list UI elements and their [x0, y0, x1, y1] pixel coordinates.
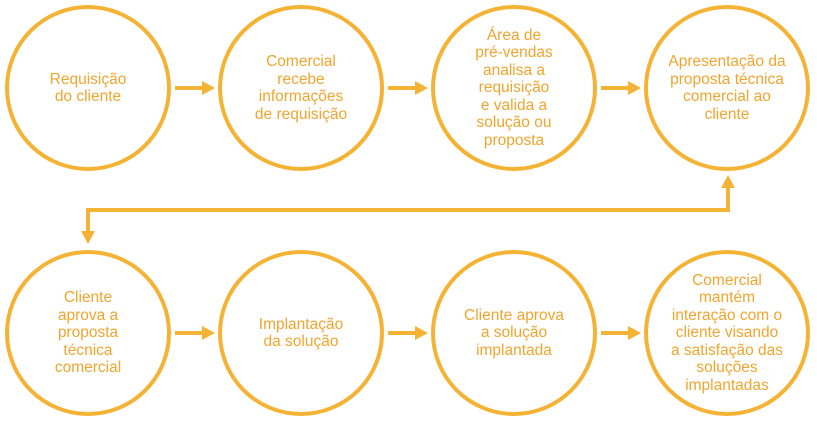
arrow-step5-to-step6 — [175, 326, 215, 340]
arrow-step2-to-step3 — [388, 81, 428, 95]
step-4-label: Apresentação da proposta técnica comerci… — [668, 53, 786, 123]
step-4-circle: Apresentação da proposta técnica comerci… — [644, 5, 810, 171]
step-2-circle: Comercial recebe informações de requisiç… — [218, 5, 384, 171]
arrow-step7-to-step8 — [601, 326, 641, 340]
step-6-circle: Implantação da solução — [218, 250, 384, 416]
step-3-circle: Área de pré-vendas analisa a requisição … — [431, 5, 597, 171]
step-1-label: Requisição do cliente — [49, 70, 127, 106]
connector-step4-to-step5 — [81, 175, 735, 244]
step-1-circle: Requisição do cliente — [5, 5, 171, 171]
step-5-label: Cliente aprova a proposta técnica comerc… — [54, 289, 122, 377]
step-8-label: Comercial mantém interação com o cliente… — [670, 271, 783, 394]
step-8-circle: Comercial mantém interação com o cliente… — [644, 250, 810, 416]
step-3-label: Área de pré-vendas analisa a requisição … — [475, 26, 553, 149]
step-7-label: Cliente aprova a solução implantada — [464, 306, 564, 359]
step-2-label: Comercial recebe informações de requisiç… — [254, 53, 348, 123]
arrow-step6-to-step7 — [388, 326, 428, 340]
step-7-circle: Cliente aprova a solução implantada — [431, 250, 597, 416]
step-5-circle: Cliente aprova a proposta técnica comerc… — [5, 250, 171, 416]
arrow-step3-to-step4 — [601, 81, 641, 95]
step-6-label: Implantação da solução — [258, 315, 344, 351]
arrow-step1-to-step2 — [175, 81, 215, 95]
